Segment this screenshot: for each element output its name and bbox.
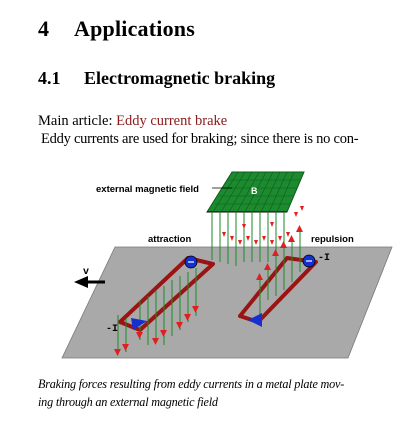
velocity-arrow [74,276,105,288]
body-text: Eddy currents are used for braking; sinc… [41,131,359,147]
current-arrow-right [248,313,262,327]
field-arrowheads [222,206,304,245]
label-b: B [251,186,258,196]
label-repulsion: repulsion [311,234,354,245]
section-number: 4 [38,16,50,41]
section-heading: 4 Applications [38,16,195,42]
label-attraction: attraction [148,234,191,245]
section-title: Applications [74,16,195,41]
label-current-right: -I [318,253,330,264]
current-arrow-left [131,318,147,330]
label-current-left: -I [106,324,118,335]
main-article-prefix: Main article: [38,113,117,129]
subsection-heading: 4.1 Electromagnetic braking [38,68,275,89]
metal-plate [61,246,393,359]
subsection-number: 4.1 [38,68,61,88]
subsection-title: Electromagnetic braking [84,68,276,88]
main-article-note: Main article: Eddy current brake [38,113,227,130]
main-article-link[interactable]: Eddy current brake [116,113,228,129]
caption-line-1: Braking forces resulting from eddy curre… [38,377,345,391]
label-external-field: external magnetic field [96,184,199,195]
field-lines [211,212,285,266]
label-velocity: v [83,267,89,278]
eddy-loop-right [238,225,318,327]
eddy-loop-left [114,255,215,356]
caption-line-2: ing through an external magnetic field [38,395,218,409]
magnet-block [206,171,305,213]
